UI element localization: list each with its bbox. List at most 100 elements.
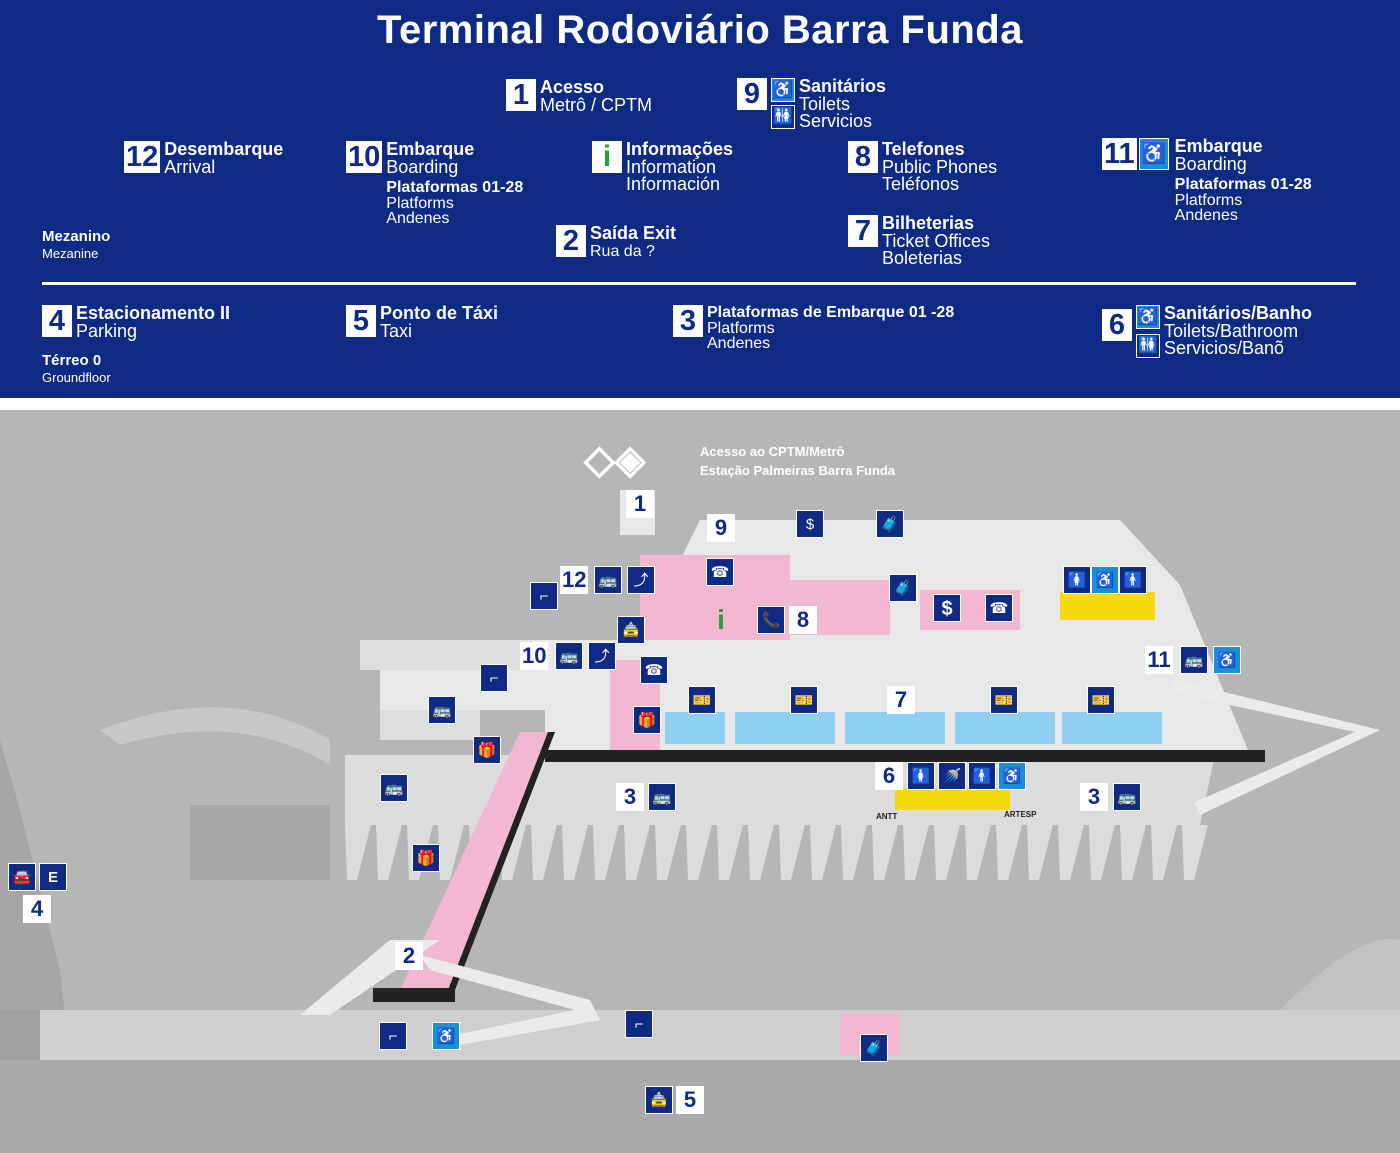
ramp-curve: [100, 707, 330, 765]
marker-5: 5: [676, 1086, 704, 1114]
bus-icon: 🚌: [594, 566, 622, 594]
bus-icon: 🚌: [648, 783, 676, 811]
toilets-icon: 🚻: [1136, 334, 1160, 358]
bus-bay: [686, 825, 712, 880]
bus-bay: [562, 825, 588, 880]
toilet-zone-ground: [895, 788, 1010, 810]
taxi-icon: 🚖: [617, 616, 645, 644]
bus-bay: [593, 825, 619, 880]
page-title: Terminal Rodoviário Barra Funda: [377, 8, 1023, 52]
taxi-icon: 🚖: [645, 1086, 673, 1114]
currency-exchange-icon: $: [796, 510, 824, 538]
bus-icon: 🚌: [428, 696, 456, 724]
terminal-map: ◇◈ Acesso ao CPTM/Metrô Estação Palmeira…: [0, 410, 1400, 1153]
bus-bay: [624, 825, 650, 880]
bus-icon: 🚌: [1180, 646, 1208, 674]
marker-6: 6: [875, 762, 903, 790]
men-toilet-icon: 🚹: [1119, 566, 1147, 594]
legend-number: 1: [506, 79, 536, 111]
marker-4: 4: [23, 895, 51, 923]
ticket-counter: [955, 712, 1055, 744]
wheelchair-icon: ♿: [998, 762, 1026, 790]
gift-icon: 🎁: [633, 706, 661, 734]
escalator-icon: ⤴: [627, 566, 655, 594]
bus-bay: [1120, 825, 1146, 880]
stairs-icon: ⌐: [625, 1010, 653, 1038]
ticket-counter: [1062, 712, 1162, 744]
parking-e-icon: E: [39, 863, 67, 891]
walkway-base: [373, 988, 455, 1002]
marker-8: 8: [789, 606, 817, 634]
artesp-logo: ARTESP: [1004, 810, 1037, 819]
marker-11: 11: [1145, 646, 1173, 674]
level-ground: Térreo 0 Groundfloor: [42, 352, 111, 385]
wheelchair-icon: ♿: [1136, 305, 1160, 329]
marker-7: 7: [887, 686, 915, 714]
stairs-icon: ⌐: [530, 582, 558, 610]
bus-bay: [1151, 825, 1177, 880]
info-desk-icon: ☎: [706, 558, 734, 586]
cptm-arrows-icon: ◇◈: [584, 438, 646, 482]
wheelchair-icon: ♿: [1138, 138, 1169, 170]
marker-12: 12: [560, 566, 589, 594]
bus-bay: [438, 825, 464, 880]
luggage-icon: 🧳: [860, 1034, 888, 1062]
stairs-icon: ⌐: [379, 1022, 407, 1050]
ticket-counter: [665, 712, 725, 744]
info-icon: i: [592, 141, 622, 173]
marker-3-left: 3: [616, 783, 644, 811]
ticket-office-icon: 🎫: [790, 686, 818, 714]
currency-exchange-icon: $: [933, 594, 961, 622]
marker-2: 2: [395, 942, 423, 970]
ticket-office-icon: 🎫: [1087, 686, 1115, 714]
ramp-right: [1170, 680, 1380, 815]
ticket-counter: [735, 712, 835, 744]
info-desk-icon: ☎: [985, 594, 1013, 622]
mezzanine-floor: [380, 520, 1250, 755]
bus-bay: [996, 825, 1022, 880]
marker-3-right: 3: [1080, 783, 1108, 811]
bus-bay: [655, 825, 681, 880]
women-toilet-icon: 🚺: [907, 762, 935, 790]
parking-block: [190, 805, 330, 880]
bus-bay: [531, 825, 557, 880]
ramp-exit: [420, 955, 600, 1045]
mezzanine-wing: [360, 640, 520, 670]
stairs-icon: ⌐: [480, 664, 508, 692]
toilets-icon: 🚻: [771, 105, 795, 129]
corner-curve: [1280, 938, 1400, 1010]
access-label: Acesso ao CPTM/Metrô Estação Palmeiras B…: [700, 444, 896, 478]
luggage-icon: 🧳: [876, 510, 904, 538]
mezzanine-edge: [545, 750, 1265, 762]
luggage-icon: 🧳: [889, 574, 917, 602]
walkway-exit: [400, 732, 548, 990]
ticket-counter: [845, 712, 945, 744]
pink-zone-a: [640, 555, 790, 640]
info-desk-icon: ☎: [640, 656, 668, 684]
bus-icon: 🚌: [380, 774, 408, 802]
antt-logo: ANTT: [876, 812, 898, 821]
escalator-icon: ⤴: [588, 642, 616, 670]
car-icon: 🚘: [8, 863, 36, 891]
bus-bay: [1058, 825, 1084, 880]
toilet-zone-mezzanine: [1060, 592, 1155, 620]
bus-bay: [872, 825, 898, 880]
bus-bay: [934, 825, 960, 880]
marker-10: 10: [520, 642, 549, 670]
wheelchair-icon: ♿: [771, 78, 795, 102]
ticket-office-icon: 🎫: [990, 686, 1018, 714]
wheelchair-icon: ♿: [432, 1022, 460, 1050]
wheelchair-icon: ♿: [1213, 646, 1241, 674]
bus-bay: [1089, 825, 1115, 880]
wheelchair-icon: ♿: [1091, 566, 1119, 594]
